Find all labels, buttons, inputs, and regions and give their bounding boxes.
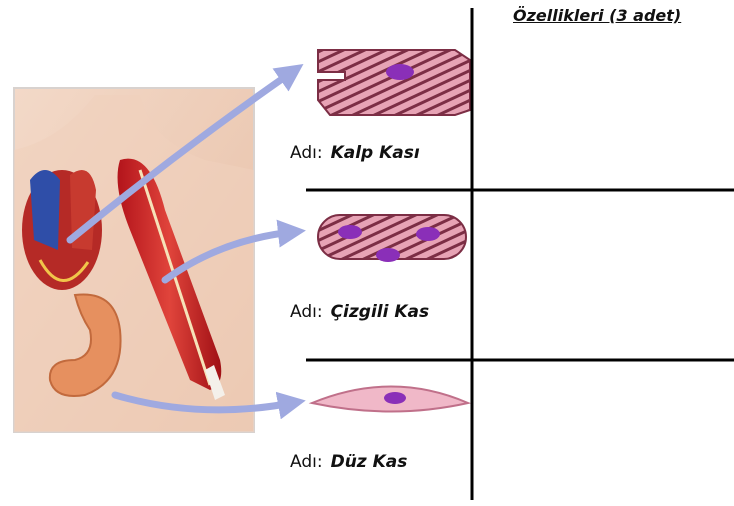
muscle-label-skeletal: Adı: Çizgili Kas — [290, 302, 429, 322]
anatomy-illustration — [14, 88, 254, 432]
nucleus — [416, 227, 440, 241]
nucleus — [386, 64, 414, 80]
muscle-name: Çizgili Kas — [331, 302, 430, 322]
muscle-name: Düz Kas — [331, 452, 408, 472]
smooth-muscle-cell — [312, 387, 468, 412]
muscle-label-cardiac: Adı: Kalp Kası — [290, 143, 420, 163]
name-prefix: Adı: — [290, 302, 323, 322]
muscle-name: Kalp Kası — [331, 143, 420, 163]
cardiac-muscle-cell — [318, 50, 470, 115]
name-prefix: Adı: — [290, 143, 323, 163]
name-prefix: Adı: — [290, 452, 323, 472]
nucleus — [384, 392, 406, 404]
nucleus — [338, 225, 362, 239]
nucleus — [376, 248, 400, 262]
properties-header: Özellikleri (3 adet) — [513, 6, 681, 25]
skeletal-muscle-cell — [318, 215, 466, 262]
muscle-label-smooth: Adı: Düz Kas — [290, 452, 407, 472]
heart-image — [22, 170, 102, 290]
